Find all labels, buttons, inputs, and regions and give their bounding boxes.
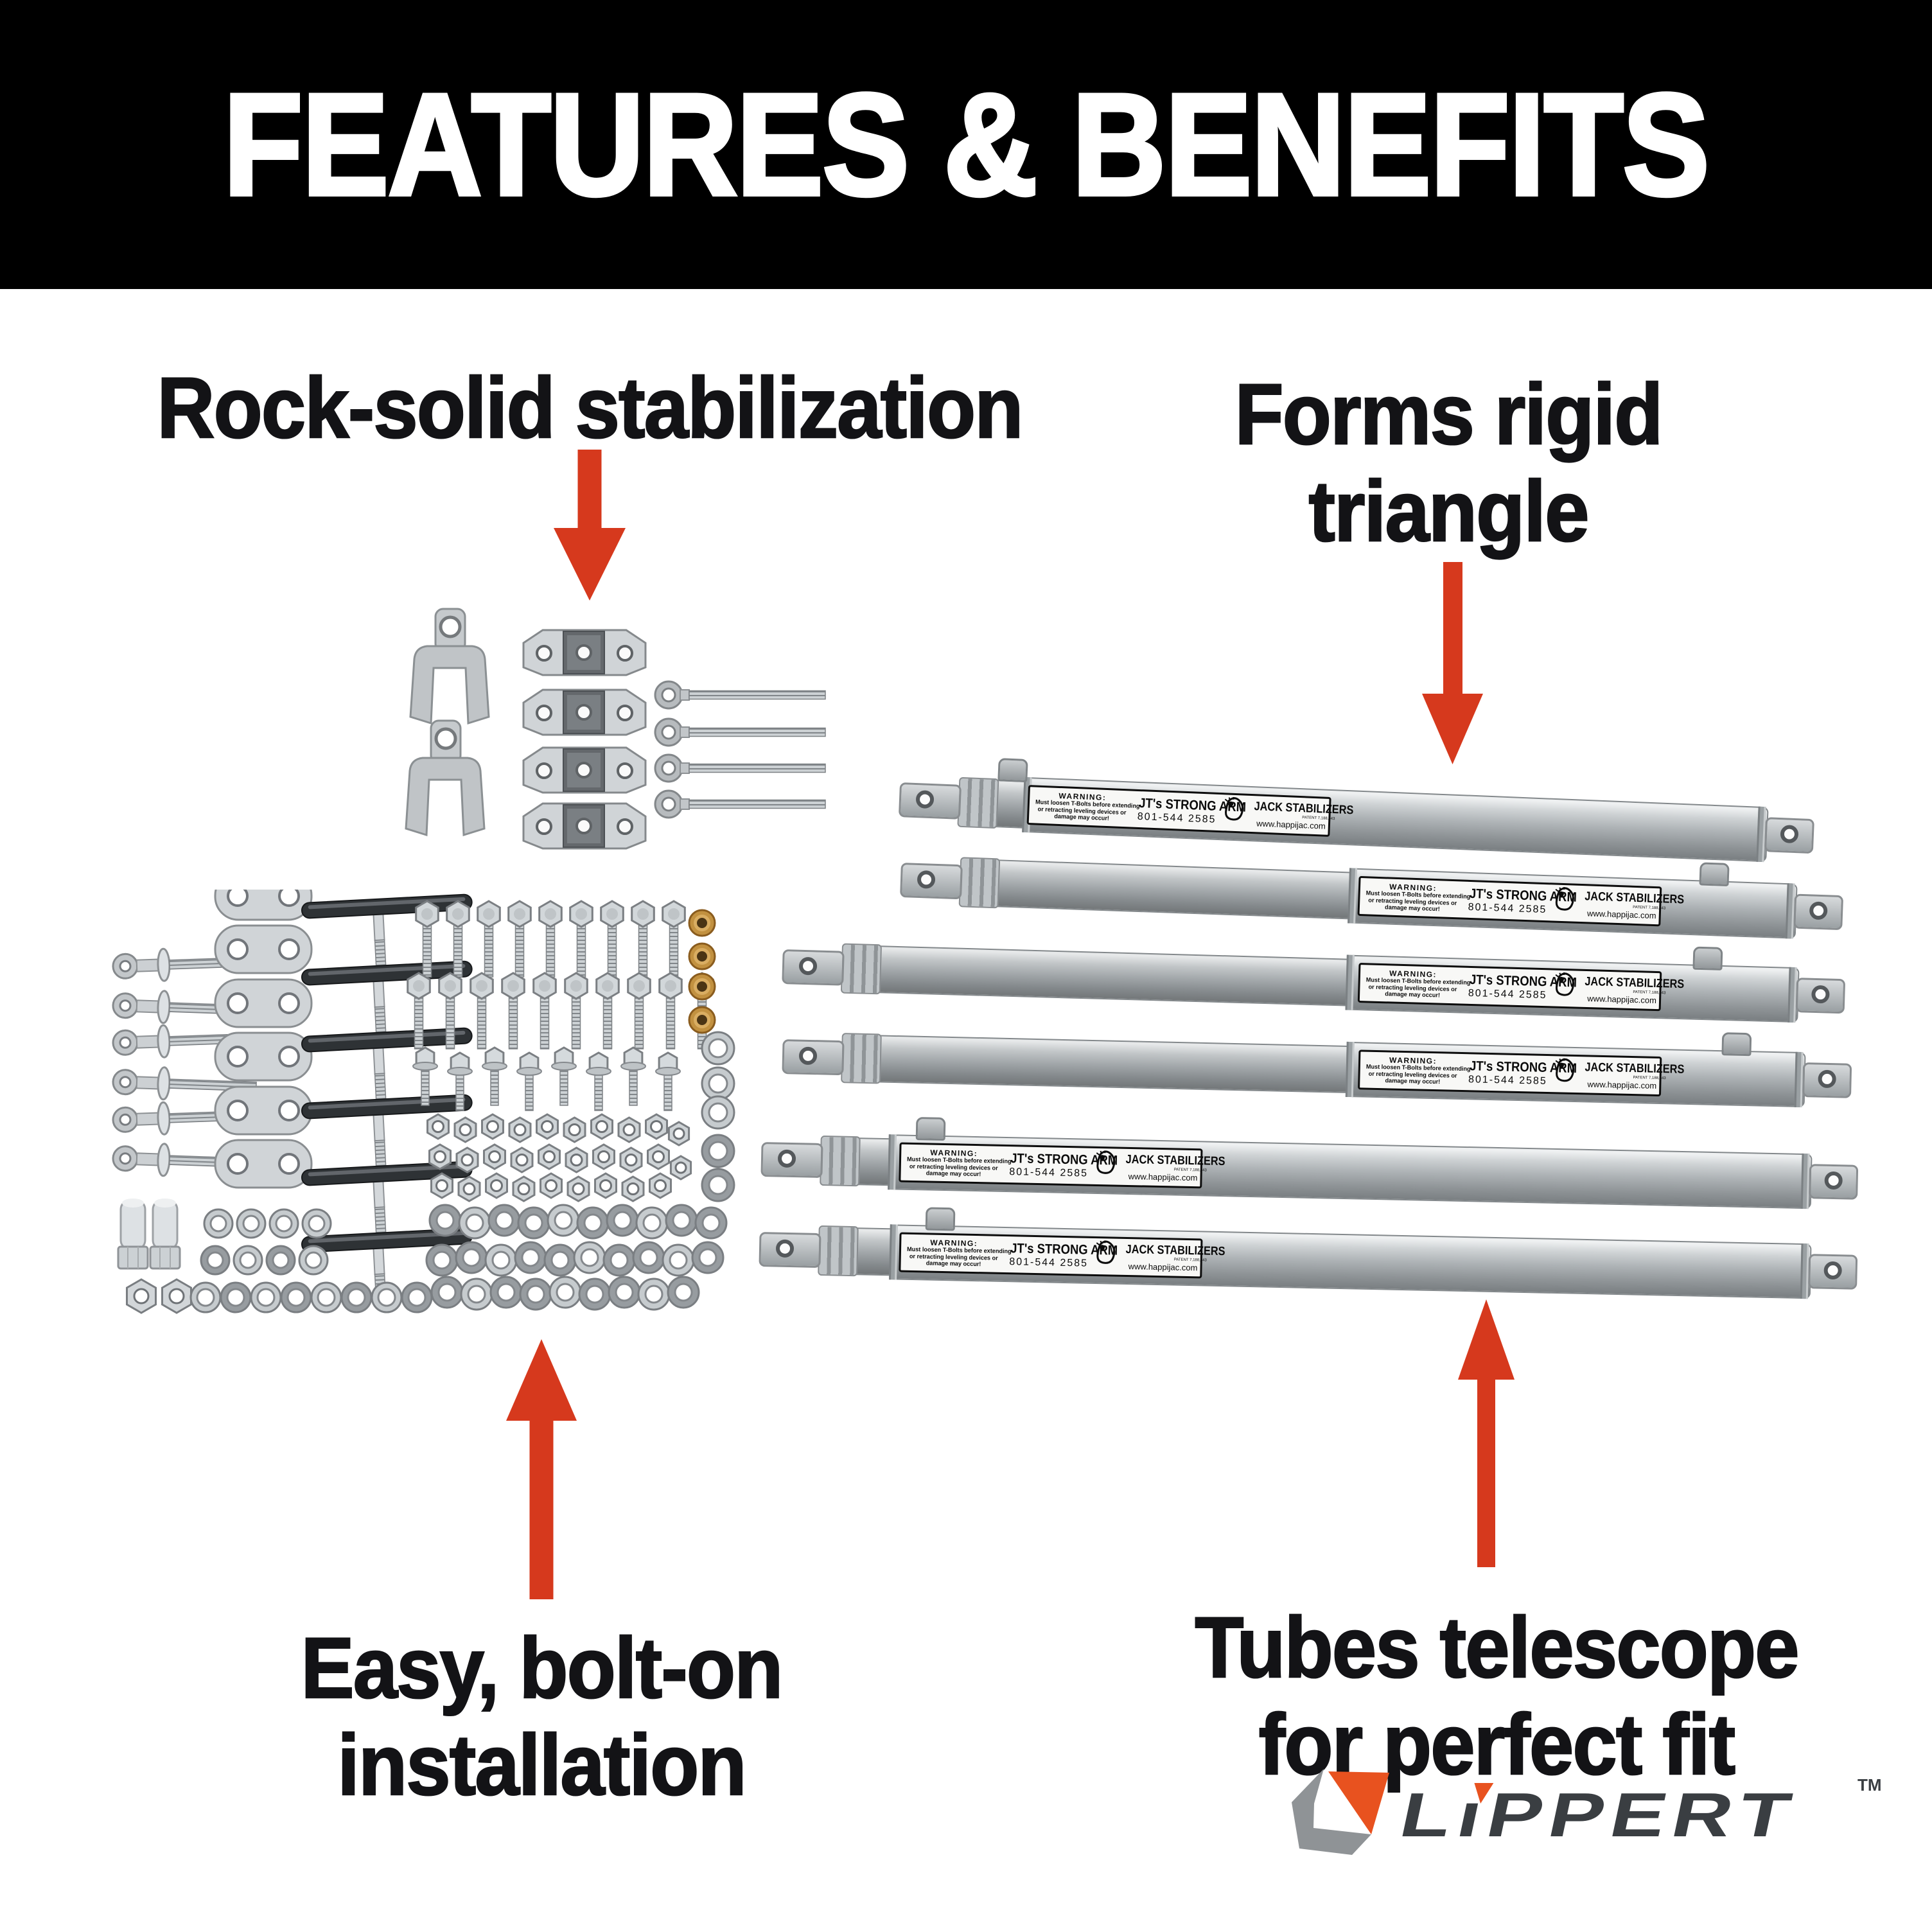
backing-plate [214,1139,313,1189]
callout-line: installation [337,1717,748,1814]
hex-bolt [477,992,487,1049]
hex-bolt [665,992,676,1049]
lippert-logo: LıPPERT TM [1290,1761,1906,1896]
hex-bolt [514,920,525,978]
flange-screw [421,1065,430,1106]
flange-screw [559,1065,568,1106]
eye-bolt [654,680,826,710]
callout-easy-install: Easy, bolt-on installation [64,1620,1019,1814]
tube-warning-label: WARNING:Must loosen T-Bolts before exten… [1357,963,1685,1012]
stabilizer-tube: WARNING:Must loosen T-Bolts before exten… [899,825,1845,967]
brass-bushing [688,972,716,1001]
frame-mount-bracket [522,746,647,794]
header-banner: FEATURES & BENEFITS [0,0,1932,289]
strong-arm-icon [1094,1240,1117,1273]
hex-bolt [508,992,518,1049]
hex-bolt [540,992,550,1049]
frame-mount-bracket [522,629,647,676]
arrow-up-icon [1458,1299,1515,1567]
mounting-hardware-group [405,608,826,850]
spacer-sleeve [117,1199,149,1270]
t-bolt-boss [1721,1032,1752,1057]
t-bolt-boss [1692,946,1723,970]
stabilizer-tube: WARNING:Must loosen T-Bolts before exten… [897,745,1816,891]
hex-bolt [602,992,613,1049]
hex-bolt [669,920,679,978]
fastener-kit-group [112,890,735,1314]
hex-bolt [634,992,644,1049]
eye-bolt [654,717,826,747]
hex-bolt [545,920,556,978]
strong-arm-icon [1554,972,1576,1005]
backing-plate [214,890,313,921]
hex-bolt [576,920,586,978]
backing-plate [214,978,313,1028]
t-bolt-boss [997,758,1028,782]
brass-bushing [688,942,716,970]
eye-bolt [654,789,826,819]
strong-arm-icon [1094,1150,1117,1183]
stabilizer-tube: WARNING:Must loosen T-Bolts before exten… [781,1002,1852,1136]
callout-line: Tubes telescope [1194,1599,1800,1697]
hex-bolt [453,920,463,978]
stabilizer-tube: WARNING:Must loosen T-Bolts before exten… [760,1105,1859,1237]
flange-screw [525,1070,534,1111]
arrow-up-icon [506,1339,577,1599]
frame-mount-bracket [522,689,647,736]
spacer-sleeve [149,1199,181,1270]
flange-screw [455,1070,464,1111]
page-title: FEATURES & BENEFITS [222,61,1712,227]
t-handle-bolt [301,1027,473,1104]
lippert-wordmark: LıPPERT [1394,1780,1804,1850]
tube-warning-label: WARNING:Must loosen T-Bolts before exten… [1358,1049,1685,1097]
brass-bushing [688,909,716,937]
stabilizer-tube: WARNING:Must loosen T-Bolts before exten… [781,912,1847,1051]
arrow-down-icon [554,450,626,601]
small-hex-nut [161,1278,192,1314]
backing-plate [214,1032,313,1082]
flange-screw [663,1070,672,1111]
hex-bolt [484,920,494,978]
callout-line: triangle [1308,463,1590,561]
flange-screw [629,1065,638,1106]
callout-line: Easy, bolt-on [300,1620,784,1717]
strong-arm-icon [1553,886,1576,920]
strong-arm-icon [1223,796,1246,830]
tube-warning-label: WARNING:Must loosen T-Bolts before exten… [899,1232,1225,1279]
callout-rock-solid: Rock-solid stabilization [156,360,1024,457]
hex-bolt [638,920,648,978]
tube-warning-label: WARNING:Must loosen T-Bolts before exten… [1026,785,1354,837]
clevis-bracket [409,608,490,725]
strong-arm-icon [1554,1058,1576,1091]
eye-bolt [654,753,826,783]
t-bolt-boss [1699,862,1730,887]
trademark-symbol: TM [1857,1775,1882,1795]
flange-screw [490,1065,499,1106]
lippert-logo-icon [1292,1769,1389,1855]
arrow-down-icon [1422,562,1483,764]
hex-bolt [445,992,455,1049]
clevis-bracket [405,719,486,837]
hex-bolt [607,920,617,978]
small-hex-nut [126,1278,157,1314]
stabilizer-tube: WARNING:Must loosen T-Bolts before exten… [758,1195,1858,1327]
brass-bushing [688,1006,716,1034]
t-bolt-boss [925,1207,956,1231]
hex-bolt [414,992,424,1049]
flange-screw [594,1070,603,1111]
callout-rigid-triangle: Forms rigid triangle [970,366,1926,561]
tube-warning-label: WARNING:Must loosen T-Bolts before exten… [1357,875,1684,927]
hex-bolt [422,920,432,978]
hex-bolt [571,992,581,1049]
t-bolt-boss [915,1117,946,1141]
callout-line: Forms rigid [1234,366,1664,464]
backing-plate [214,1085,313,1136]
tube-warning-label: WARNING:Must loosen T-Bolts before exten… [899,1142,1225,1189]
callout-telescope: Tubes telescope for perfect fit [1019,1599,1932,1794]
backing-plate [214,924,313,974]
frame-mount-bracket [522,802,647,850]
